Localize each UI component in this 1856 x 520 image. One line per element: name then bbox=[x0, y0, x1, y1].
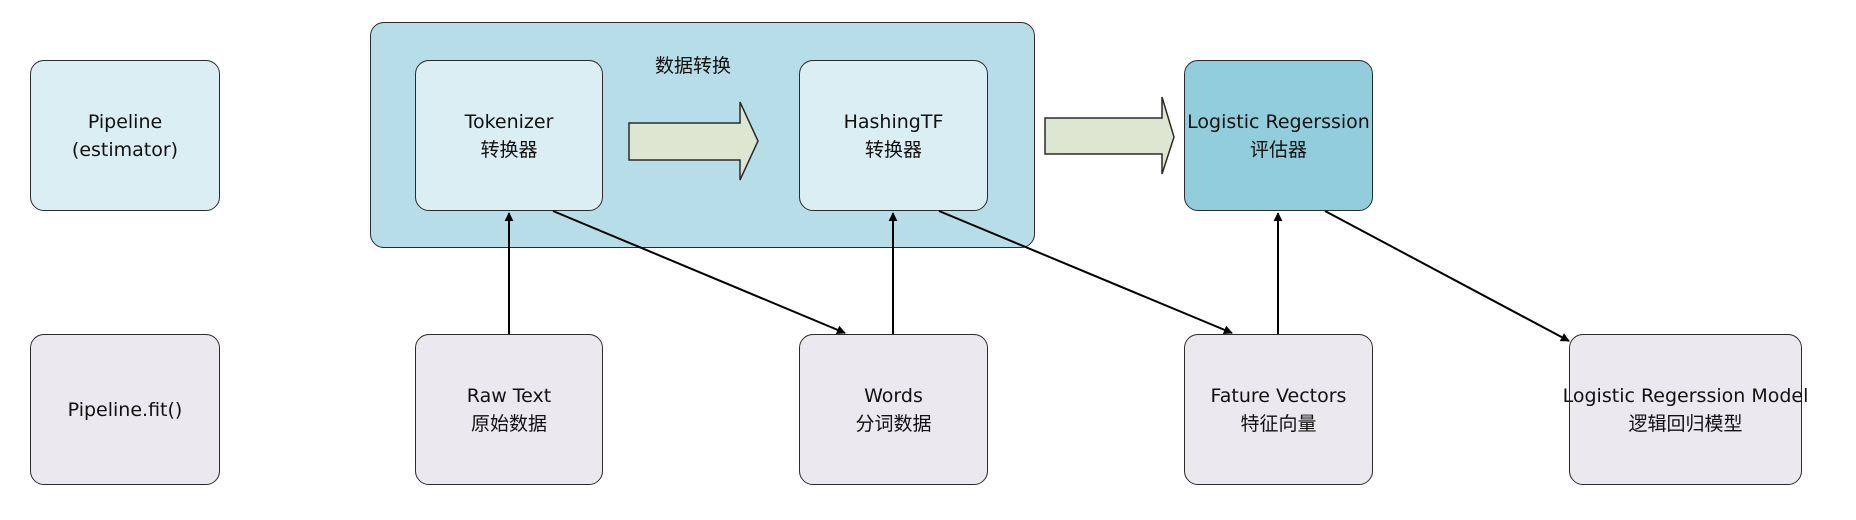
arrow-hashingtf-to-features bbox=[938, 210, 1233, 335]
logistic-regression-name: Logistic Regerssion bbox=[1187, 110, 1370, 133]
hashingtf-box: HashingTF 转换器 bbox=[799, 60, 988, 211]
arrow-tokenizer-to-words bbox=[552, 210, 846, 335]
data-transform-title: 数据转换 bbox=[655, 55, 732, 77]
pipeline-estimator-box: Pipeline (estimator) bbox=[30, 60, 220, 211]
hashingtf-role: 转换器 bbox=[864, 138, 922, 161]
tokenizer-box: Tokenizer 转换器 bbox=[415, 60, 603, 211]
feature-vectors-desc: 特征向量 bbox=[1240, 412, 1317, 435]
model-box: Logistic Regerssion Model 逻辑回归模型 bbox=[1563, 334, 1808, 485]
feature-vectors-box: Fature Vectors 特征向量 bbox=[1184, 334, 1373, 485]
model-desc: 逻辑回归模型 bbox=[1628, 412, 1743, 435]
raw-text-desc: 原始数据 bbox=[470, 412, 547, 435]
raw-text-box: Raw Text 原始数据 bbox=[415, 334, 603, 485]
tokenizer-name: Tokenizer bbox=[464, 110, 554, 133]
feature-vectors-name: Fature Vectors bbox=[1210, 384, 1347, 407]
arrow-logistic-to-model bbox=[1324, 210, 1570, 342]
raw-text-name: Raw Text bbox=[466, 384, 552, 407]
words-desc: 分词数据 bbox=[855, 412, 932, 435]
hashingtf-name: HashingTF bbox=[843, 110, 944, 133]
logistic-regression-role: 评估器 bbox=[1249, 138, 1307, 161]
pipeline-fit-box: Pipeline.fit() bbox=[30, 334, 220, 485]
logistic-regression-box: Logistic Regerssion 评估器 bbox=[1184, 60, 1373, 211]
words-name: Words bbox=[864, 384, 923, 407]
tokenizer-role: 转换器 bbox=[480, 138, 538, 161]
estimator-label: (estimator) bbox=[71, 138, 179, 161]
pipeline-label: Pipeline bbox=[87, 110, 163, 133]
flow-arrow-hashingtf-to-logistic bbox=[1044, 96, 1175, 175]
pipeline-fit-label: Pipeline.fit() bbox=[67, 398, 183, 421]
model-name: Logistic Regerssion Model bbox=[1562, 384, 1809, 407]
words-box: Words 分词数据 bbox=[799, 334, 988, 485]
flow-arrow-tokenizer-to-hashingtf bbox=[628, 101, 759, 181]
